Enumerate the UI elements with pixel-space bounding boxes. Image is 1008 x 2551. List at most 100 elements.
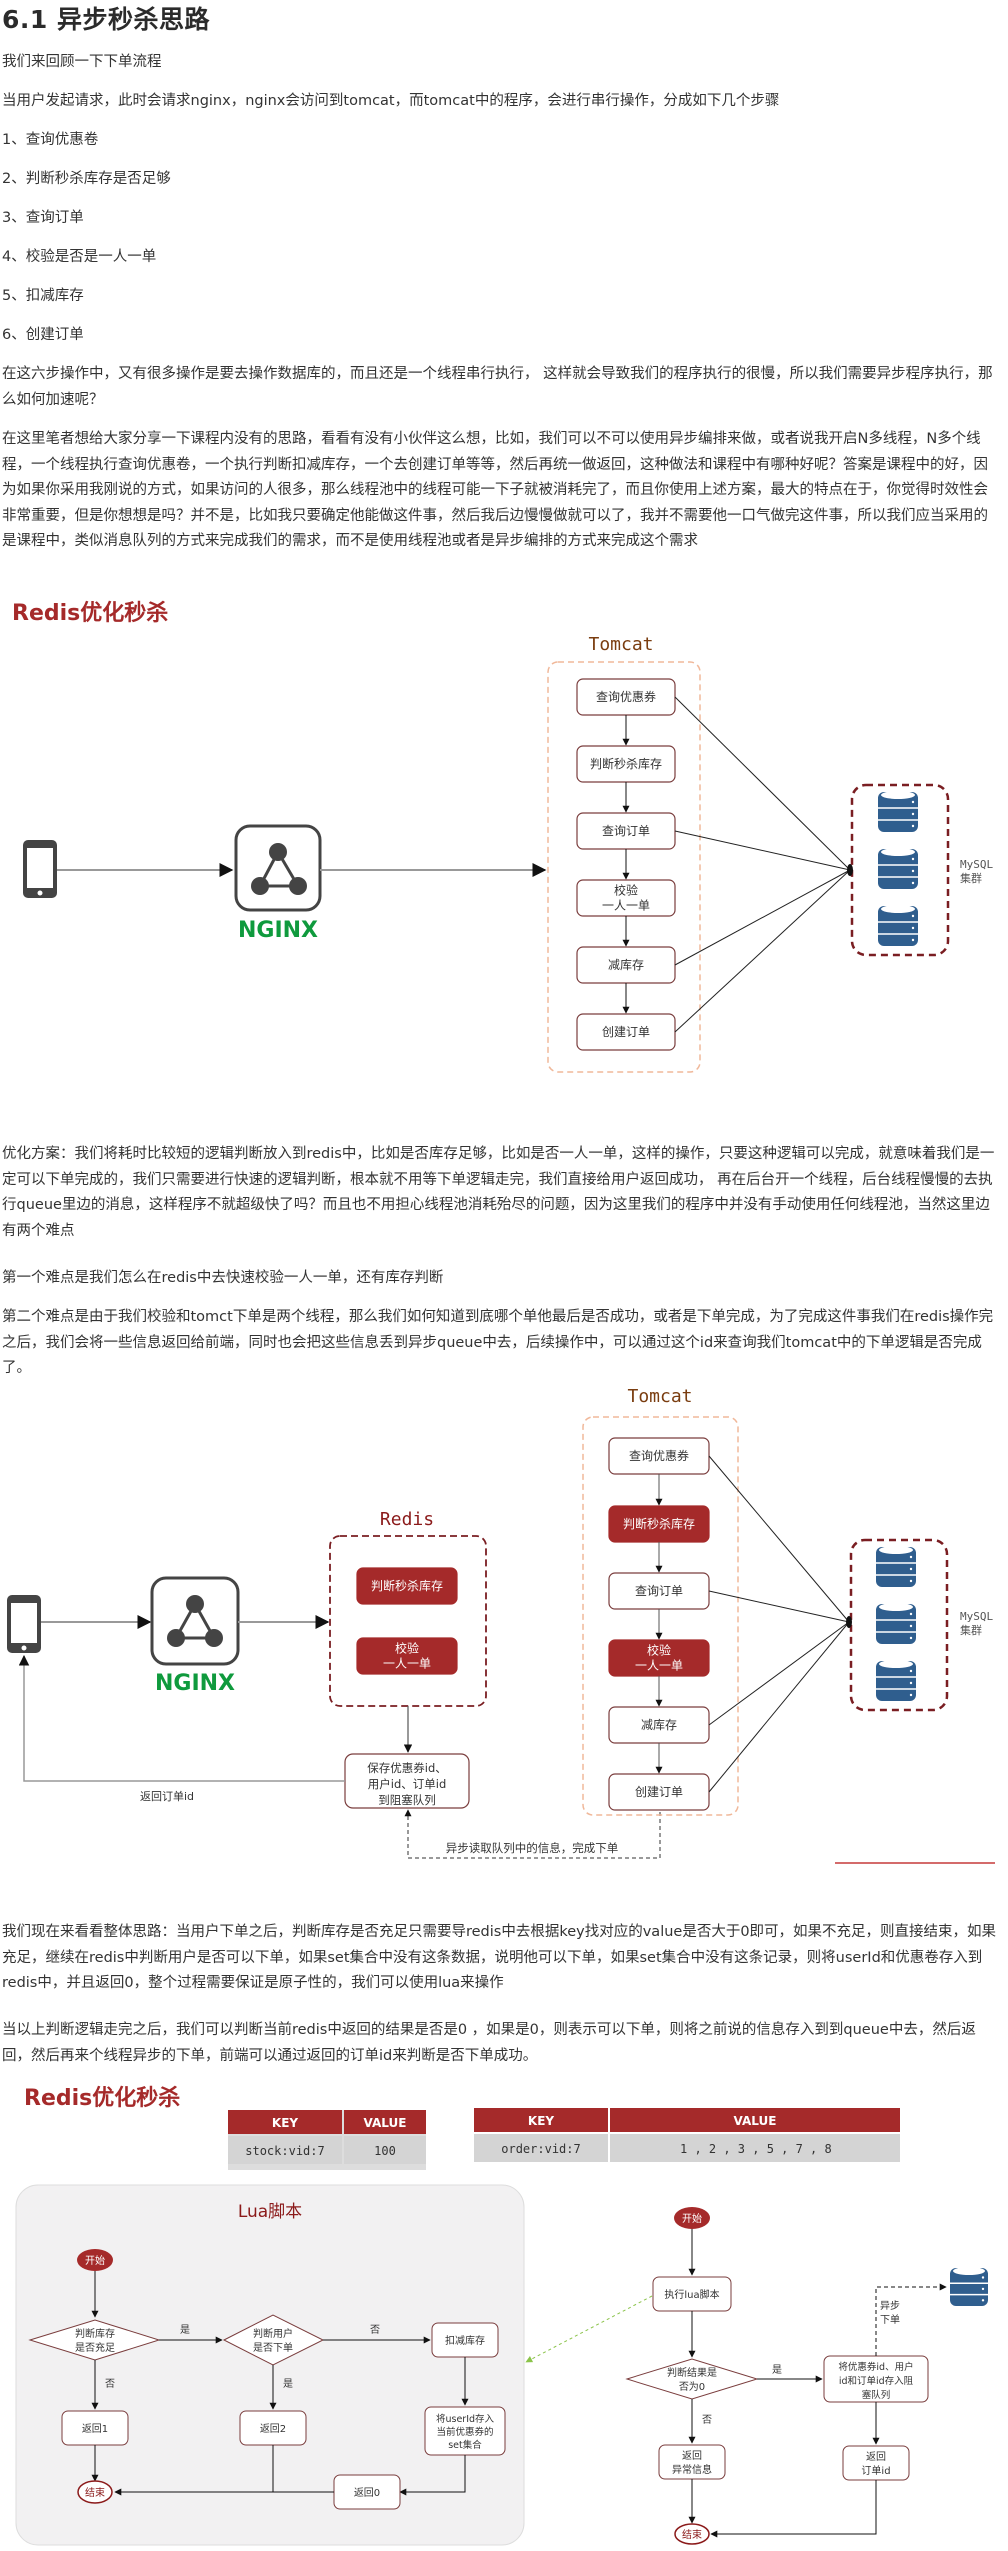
diamond-label: 判断结果是 [667, 2366, 717, 2379]
tomcat-step: 校验一人一单 [608, 1639, 710, 1677]
lua-title: Lua脚本 [238, 2202, 302, 2222]
queue-box-line: 到阻塞队列 [378, 1793, 436, 1807]
step-label: 查询优惠券 [629, 1448, 689, 1463]
database-icon [878, 848, 918, 889]
queue-box-line: 保存优惠券id、 [367, 1761, 447, 1775]
box-label: 当前优惠券的 [436, 2426, 493, 2438]
redis-container [329, 1535, 487, 1707]
mysql-label: MySQL [960, 1610, 993, 1623]
divider-line [835, 1862, 995, 1864]
lua-end-label: 结束 [85, 2486, 105, 2499]
diamond-label: 是否充足 [75, 2341, 115, 2354]
box-label: 返回2 [260, 2423, 286, 2435]
tomcat-step: 校验一人一单 [576, 879, 676, 917]
flow-start [674, 2207, 710, 2229]
tomcat-step: 创建订单 [608, 1773, 710, 1811]
tomcat-step: 查询优惠券 [576, 678, 676, 716]
diagram1: NGINX Tomcat 查询优惠券判断秒杀库存查询订单校验一人一单减库存创建订… [23, 634, 993, 1073]
tomcat-step: 查询优惠券 [608, 1437, 710, 1475]
step-label: 创建订单 [635, 1785, 683, 1799]
edge-label: 否 [702, 2414, 712, 2426]
redis-step: 校验一人一单 [356, 1637, 458, 1675]
step-label: 判断秒杀库存 [371, 1578, 443, 1593]
edge-label: 是 [180, 2324, 190, 2336]
step-label: 校验 [395, 1641, 419, 1656]
slow-text: 在这六步操作中，又有很多操作是要去操作数据库的，而且还是一个线程串行执行， 这样… [2, 366, 993, 408]
tomcat-step: 查询订单 [576, 812, 676, 850]
after-text: 当以上判断逻辑走完之后，我们可以判断当前redis中返回的结果是否是0 ，如果是… [2, 2022, 976, 2064]
diagram3: KEY VALUE stock:vid:7 100 KEY VALUE orde… [15, 2108, 988, 2546]
flow-check [625, 2358, 759, 2400]
nginx-icon [150, 1576, 240, 1666]
edge-label: 是 [772, 2364, 782, 2376]
database-icon [950, 2267, 988, 2306]
table-cell: 1 , 2 , 3 , 5 , 7 , 8 [680, 2142, 832, 2156]
tomcat-step: 减库存 [576, 946, 676, 984]
tomcat-container [582, 1416, 739, 1816]
flow-start-label: 开始 [682, 2212, 702, 2225]
step-item: 2、判断秒杀库存是否足够 [2, 171, 171, 187]
table-header: KEY [528, 2114, 554, 2128]
box-label: 异常信息 [672, 2463, 712, 2476]
database-icon [876, 1603, 916, 1644]
tomcat-step: 减库存 [608, 1706, 710, 1744]
diagram3-title: Redis优化秒杀 [24, 2086, 181, 2111]
table-cell: order:vid:7 [501, 2142, 580, 2156]
step-label: 查询订单 [602, 824, 650, 838]
phone-icon [23, 840, 57, 898]
order-table: KEY VALUE order:vid:7 1 , 2 , 3 , 5 , 7 … [474, 2108, 900, 2162]
box-label: 将userId存入 [436, 2413, 495, 2425]
redis-label: Redis [380, 1509, 434, 1530]
nginx-icon [234, 824, 322, 912]
step-label: 一人一单 [383, 1657, 431, 1671]
return-label: 返回订单id [140, 1790, 194, 1803]
edge-label: 否 [105, 2378, 115, 2390]
step-item: 3、查询订单 [2, 210, 84, 226]
difficulty2-text: 第二个难点是由于我们校验和tomct下单是两个线程，那么我们如何知道到底哪个单他… [2, 1309, 994, 1377]
table-header: KEY [272, 2116, 298, 2130]
phone-icon [7, 1595, 41, 1653]
box-label: 返回 [866, 2451, 886, 2463]
edge-label: 是 [283, 2378, 293, 2390]
junction-dot [846, 1616, 852, 1628]
lua-end [77, 2480, 113, 2504]
mysql-label: 集群 [960, 1623, 982, 1637]
tomcat-label: Tomcat [588, 634, 653, 655]
step-label: 创建订单 [602, 1025, 650, 1039]
page-title: 6.1 异步秒杀思路 [2, 5, 210, 34]
tomcat-step: 判断秒杀库存 [576, 745, 676, 783]
step-label: 减库存 [641, 1717, 677, 1732]
diamond-label: 判断用户 [253, 2327, 293, 2340]
table-cell: 100 [374, 2144, 396, 2158]
box-label: 返回1 [82, 2423, 108, 2435]
lua-panel [15, 2184, 525, 2546]
plan-text: 优化方案：我们将耗时比较短的逻辑判断放入到redis中，比如是否库存足够，比如是… [2, 1146, 995, 1239]
edge-label: 下单 [880, 2314, 900, 2326]
queue-box-line: 用户id、订单id [368, 1777, 447, 1791]
redis-step: 判断秒杀库存 [356, 1567, 458, 1605]
tomcat-container [547, 661, 701, 1073]
box-label: 返回0 [354, 2487, 380, 2499]
lua-start-label: 开始 [85, 2254, 105, 2267]
step-label: 查询优惠券 [596, 689, 656, 704]
request-text: 当用户发起请求，此时会请求nginx，nginx会访问到tomcat，而tomc… [2, 93, 780, 109]
step-label: 判断秒杀库存 [590, 756, 662, 771]
step-item: 4、校验是否是一人一单 [2, 249, 157, 265]
database-icon [876, 1660, 916, 1701]
box-label: 执行lua脚本 [664, 2288, 719, 2301]
mysql-label: 集群 [960, 871, 982, 885]
box-label: 塞队列 [862, 2389, 891, 2401]
flow-end [674, 2523, 710, 2545]
box-label: 订单id [861, 2465, 890, 2477]
idea-text: 在这里笔者想给大家分享一下课程内没有的思路，看看有没有小伙伴这么想，比如，我们可… [2, 431, 988, 550]
nginx-label: NGINX [238, 918, 318, 943]
database-icon [876, 1546, 916, 1587]
flow-end-label: 结束 [682, 2528, 702, 2541]
step-item: 6、创建订单 [2, 327, 84, 343]
edge-label: 否 [370, 2324, 380, 2336]
difficulty1-text: 第一个难点是我们怎么在redis中去快速校验一人一单，还有库存判断 [2, 1270, 444, 1286]
database-icon [878, 791, 918, 832]
mysql-label: MySQL [960, 858, 993, 871]
tomcat-step: 判断秒杀库存 [608, 1505, 710, 1543]
